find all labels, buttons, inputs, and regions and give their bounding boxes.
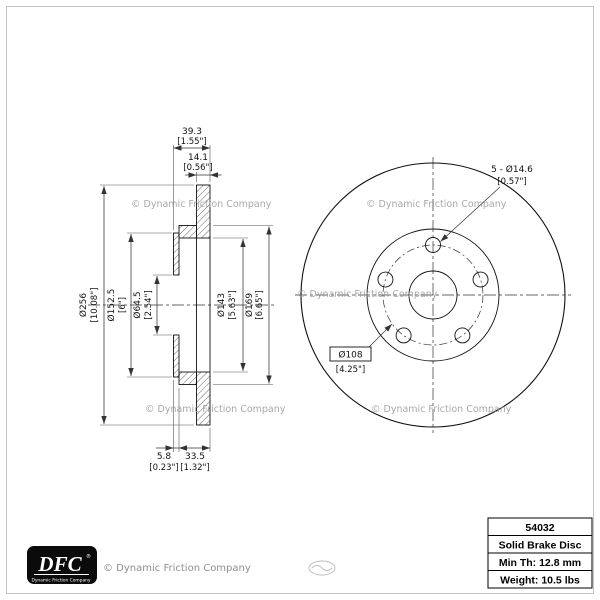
dim-overall-width-value: 39.3	[182, 127, 202, 137]
callout-bolt-circle: Ø108 [4.25"]	[329, 323, 393, 375]
dfc-logo: DFC ® Dynamic Friction Company	[27, 546, 97, 584]
dim-inner-diameter-inches: [5.63"]	[228, 290, 238, 319]
small-watermark-mark	[308, 560, 336, 576]
page-border	[6, 6, 594, 594]
callout-bolt-pattern: 5 - Ø14.6 [0.57"]	[440, 164, 533, 242]
front-view: 5 - Ø14.6 [0.57"] Ø108 [4.25"]	[295, 157, 571, 433]
dfc-logo-abbr: DFC	[37, 552, 82, 576]
dim-outer-diameter: Ø256 [10.08"]	[78, 184, 194, 426]
copyright-text: © Dynamic Friction Company	[103, 563, 251, 574]
callout-bolt-circle-value: Ø108	[338, 350, 363, 361]
dim-hat-depth-inches: [1.32"]	[180, 463, 209, 473]
dim-hat-diameter: Ø152.5 [6"]	[106, 232, 172, 378]
dim-bore-diameter: Ø64.5 [2.54"]	[132, 274, 172, 336]
rotor-hat-circle	[366, 228, 500, 362]
dim-step-diameter-inches: [6.65"]	[255, 290, 265, 319]
part-description: Solid Brake Disc	[499, 540, 582, 552]
dim-inner-diameter: Ø143 [5.63"]	[213, 237, 248, 373]
dim-step-diameter: Ø169 [6.65"]	[213, 225, 273, 385]
dim-overall-width-inches: [1.55"]	[177, 137, 206, 147]
center-bore-circle	[408, 270, 458, 320]
dim-disc-thickness-inches: [0.56"]	[183, 163, 212, 173]
dim-flange-thickness: 5.8 [0.23"]	[149, 380, 180, 473]
callout-bolt-pattern-value: 5 - Ø14.6	[491, 164, 533, 175]
section-view: 39.3 [1.55"] 14.1 [0.56"] Ø256 [10.08"] …	[78, 127, 276, 473]
bolt-holes	[377, 237, 489, 344]
bolt-circle	[382, 244, 484, 346]
dim-bore-diameter-value: Ø64.5	[132, 291, 143, 318]
watermark-text: © Dynamic Friction Company	[371, 404, 512, 415]
dim-outer-diameter-inches: [10.08"]	[90, 288, 100, 323]
watermark-text: © Dynamic Friction Company	[145, 404, 286, 415]
dim-flange-thickness-value: 5.8	[157, 452, 172, 462]
part-weight: Weight: 10.5 lbs	[500, 575, 580, 587]
dim-disc-thickness: 14.1 [0.56"]	[183, 153, 222, 182]
section-profile	[173, 184, 211, 426]
part-number: 54032	[525, 522, 554, 534]
dim-inner-diameter-value: Ø143	[216, 293, 227, 317]
min-thickness: Min Th: 12.8 mm	[499, 557, 581, 569]
rotor-outer-circle	[300, 162, 566, 428]
title-block: 54032 Solid Brake Disc Min Th: 12.8 mm W…	[487, 517, 593, 589]
dim-flange-thickness-inches: [0.23"]	[149, 463, 178, 473]
registered-mark: ®	[86, 553, 91, 560]
dim-step-diameter-value: Ø169	[244, 293, 255, 318]
dim-hat-depth-value: 33.5	[185, 452, 205, 462]
dfc-logo-tagline: Dynamic Friction Company	[31, 578, 90, 584]
callout-bolt-circle-inches: [4.25"]	[336, 365, 365, 375]
dim-hat-depth: 33.5 [1.32"]	[179, 428, 211, 473]
dim-hat-diameter-inches: [6"]	[118, 297, 128, 313]
watermark-text: © Dynamic Friction Company	[131, 199, 272, 210]
dim-outer-diameter-value: Ø256	[78, 293, 89, 318]
dim-bore-diameter-inches: [2.54"]	[144, 290, 154, 319]
watermark-text: © Dynamic Friction Company	[297, 289, 438, 300]
dim-hat-diameter-value: Ø152.5	[106, 289, 117, 322]
dim-disc-thickness-value: 14.1	[188, 153, 208, 163]
watermark-text: © Dynamic Friction Company	[366, 199, 507, 210]
callout-bolt-pattern-inches: [0.57"]	[497, 177, 526, 187]
watermarks: © Dynamic Friction Company © Dynamic Fri…	[131, 199, 512, 415]
